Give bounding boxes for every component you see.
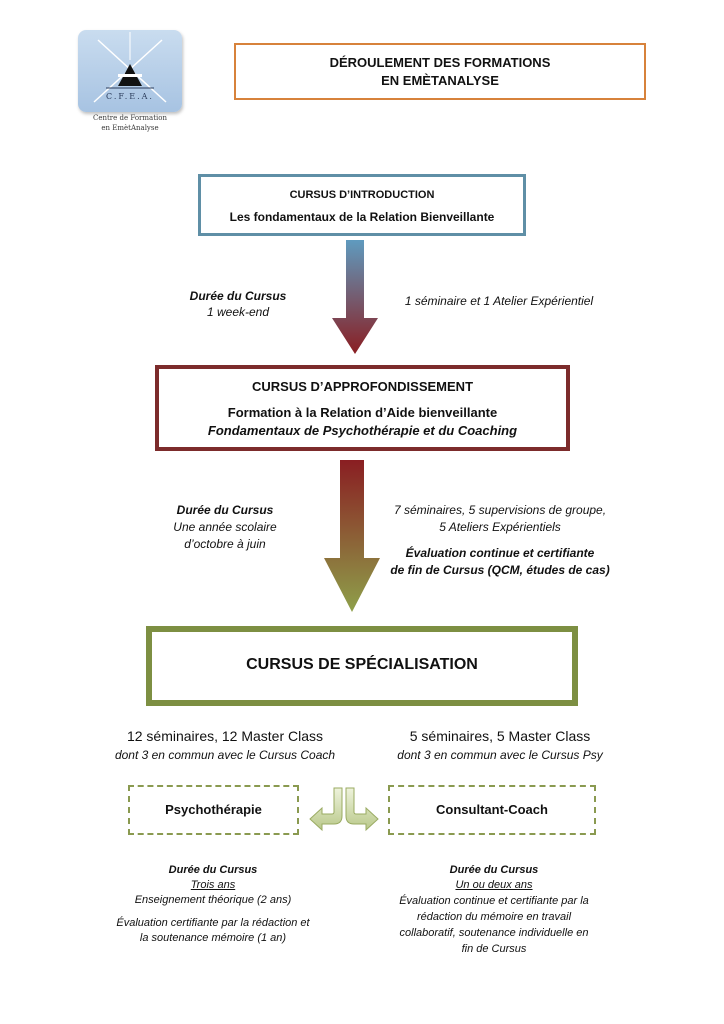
curved-arrows-icon	[309, 787, 379, 832]
psy-detail: Enseignement théorique (2 ans)	[134, 894, 292, 906]
coach-eval-line2: rédaction du mémoire en travail	[416, 911, 572, 923]
appro-duration-line2: d’octobre à juin	[184, 537, 266, 551]
arrow-down-icon	[332, 240, 378, 354]
pyramid-icon	[93, 32, 167, 103]
appro-subtitle1: Formation à la Relation d’Aide bienveill…	[227, 405, 498, 420]
spec-box: CURSUS DE SPÉCIALISATION	[146, 626, 578, 706]
psy-duration-label: Durée du Cursus	[168, 864, 258, 876]
psy-eval-line2: la soutenance mémoire (1 an)	[139, 932, 287, 944]
psy-duration-value: Trois ans	[190, 879, 236, 891]
intro-duration-value: 1 week-end	[206, 305, 270, 319]
intro-box: CURSUS D’INTRODUCTION Les fondamentaux d…	[198, 174, 526, 236]
coach-eval-line3: collaboratif, soutenance individuelle en	[399, 927, 589, 939]
psychotherapie-label: Psychothérapie	[165, 802, 262, 817]
appro-heading: CURSUS D’APPROFONDISSEMENT	[251, 379, 474, 394]
spec-left-line1: 12 séminaires, 12 Master Class	[126, 728, 324, 744]
logo-subtitle-line1: Centre de Formation	[92, 114, 167, 122]
title-box: DÉROULEMENT DES FORMATIONS EN EMÈTANALYS…	[234, 43, 646, 100]
logo	[78, 30, 182, 112]
coach-eval-line1: Évaluation continue et certifiante par l…	[399, 895, 589, 907]
logo-subtitle-line2: en EmètAnalyse	[101, 124, 159, 132]
appro-duration-label: Durée du Cursus	[176, 503, 274, 517]
logo-abbrev: C.F.E.A.	[106, 92, 154, 101]
coach-box: Consultant-Coach	[388, 785, 596, 835]
intro-duration-label: Durée du Cursus	[189, 289, 287, 303]
appro-eval-line2: de fin de Cursus (QCM, études de cas)	[390, 563, 610, 577]
appro-subtitle2: Fondamentaux de Psychothérapie et du Coa…	[207, 423, 518, 438]
psy-eval-line1: Évaluation certifiante par la rédaction …	[116, 917, 310, 929]
intro-content: 1 séminaire et 1 Atelier Expérientiel	[404, 294, 594, 308]
coach-duration-value: Un ou deux ans	[455, 879, 533, 891]
appro-content-line2: 5 Ateliers Expérientiels	[439, 520, 561, 534]
spec-heading: CURSUS DE SPÉCIALISATION	[246, 656, 478, 673]
appro-box: CURSUS D’APPROFONDISSEMENT Formation à l…	[155, 365, 570, 451]
intro-subtitle: Les fondamentaux de la Relation Bienveil…	[229, 210, 495, 224]
title-line1: DÉROULEMENT DES FORMATIONS	[329, 55, 551, 70]
title-line2: EN EMÈTANALYSE	[381, 73, 499, 88]
intro-heading: CURSUS D’INTRODUCTION	[289, 189, 435, 201]
spec-left-line2: dont 3 en commun avec le Cursus Coach	[114, 748, 336, 762]
coach-duration-label: Durée du Cursus	[449, 864, 539, 876]
spec-right-line1: 5 séminaires, 5 Master Class	[409, 728, 591, 744]
appro-duration-line1: Une année scolaire	[173, 520, 277, 534]
psychotherapie-box: Psychothérapie	[128, 785, 299, 835]
coach-eval-line4: fin de Cursus	[461, 943, 527, 955]
appro-content-line1: 7 séminaires, 5 supervisions de groupe,	[393, 503, 607, 517]
appro-eval-line1: Évaluation continue et certifiante	[405, 546, 595, 560]
coach-label: Consultant-Coach	[436, 802, 548, 817]
spec-right-line2: dont 3 en commun avec le Cursus Psy	[397, 748, 603, 762]
arrow-down-icon	[324, 460, 380, 612]
